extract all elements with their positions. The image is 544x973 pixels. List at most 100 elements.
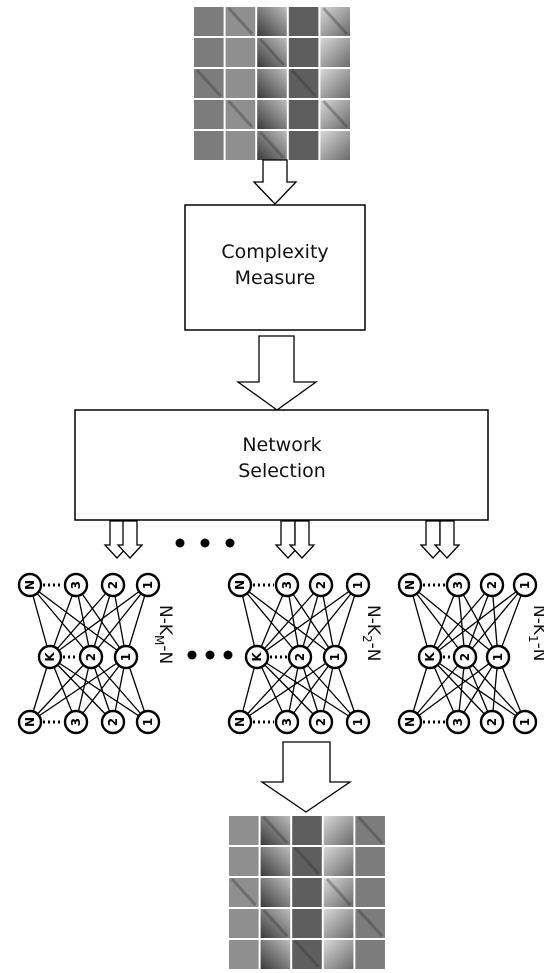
image-block xyxy=(292,816,322,845)
selection-arrow xyxy=(116,520,144,559)
image-block xyxy=(355,909,385,938)
node-label: N xyxy=(403,580,417,590)
image-block xyxy=(323,816,354,845)
node-label: 2 xyxy=(106,581,120,589)
network-label: N-K1-N xyxy=(526,605,544,662)
node-label: K xyxy=(43,652,57,662)
image-block xyxy=(260,909,291,938)
node-label: N xyxy=(23,580,37,590)
image-block xyxy=(355,816,385,845)
node-label: 1 xyxy=(518,581,532,589)
network-edge xyxy=(256,584,359,658)
output-image-blocks-icon xyxy=(229,815,385,969)
network-edges xyxy=(29,584,149,723)
network-edge xyxy=(286,656,336,723)
network-node: K xyxy=(417,644,443,670)
image-texture xyxy=(195,68,222,98)
image-block xyxy=(229,816,259,845)
image-texture xyxy=(322,6,349,36)
node-label: 2 xyxy=(485,718,499,726)
node-label: 1 xyxy=(328,653,342,661)
image-block xyxy=(323,878,354,907)
node-label: 2 xyxy=(293,653,307,661)
image-block xyxy=(355,878,385,907)
network-edge xyxy=(49,584,77,658)
network-edge xyxy=(239,656,301,723)
image-texture xyxy=(294,846,320,876)
image-block xyxy=(320,38,350,67)
network-label-sub: 1 xyxy=(526,635,540,643)
network-node: 3 xyxy=(274,709,300,735)
network-edge xyxy=(29,656,92,723)
network-edge xyxy=(457,584,499,658)
image-block xyxy=(320,69,350,98)
network-edge xyxy=(29,584,127,658)
node-label: 2 xyxy=(106,718,120,726)
node-label: N xyxy=(233,580,247,590)
image-block xyxy=(229,847,259,876)
selection-label-line1: Network xyxy=(242,434,321,456)
image-texture xyxy=(262,908,289,938)
image-block xyxy=(355,847,385,876)
network-edge xyxy=(409,584,466,658)
image-block xyxy=(260,940,291,969)
network-label-end: -N xyxy=(155,645,175,664)
network-node: 2 xyxy=(78,644,104,670)
network-node: K xyxy=(244,644,270,670)
network-node: K xyxy=(37,644,63,670)
image-block xyxy=(257,69,287,98)
network-edge xyxy=(29,656,127,723)
arrow-to-selection xyxy=(235,335,319,411)
node-label: 2 xyxy=(314,581,328,589)
network-node: 2 xyxy=(479,709,505,735)
network-label-sub: M xyxy=(152,635,166,645)
node-label: 3 xyxy=(451,718,465,726)
image-block xyxy=(225,100,256,129)
image-block xyxy=(257,131,287,160)
network-node: 3 xyxy=(63,709,89,735)
network-edge xyxy=(239,584,258,658)
network-node: 2 xyxy=(100,572,126,598)
network-edge xyxy=(429,584,459,658)
node-label: 1 xyxy=(141,718,155,726)
network-edge xyxy=(75,584,92,658)
image-texture xyxy=(262,815,289,845)
complexity-measure-box: Complexity Measure xyxy=(184,204,366,331)
network-node: N xyxy=(397,572,423,598)
image-texture xyxy=(259,130,285,160)
network-node: 3 xyxy=(274,572,300,598)
network-label-end: -N xyxy=(363,643,383,662)
node-label: 1 xyxy=(119,653,133,661)
node-label: 2 xyxy=(84,653,98,661)
node-label: 1 xyxy=(491,653,505,661)
image-block xyxy=(194,131,224,160)
image-block xyxy=(225,7,256,36)
network-node: 1 xyxy=(135,572,161,598)
node-label: 1 xyxy=(141,581,155,589)
network-node: N xyxy=(17,572,43,598)
node-label: K xyxy=(250,652,264,662)
network-edge xyxy=(299,656,359,723)
image-block xyxy=(260,847,291,876)
node-label: 1 xyxy=(518,718,532,726)
complexity-label-line2: Measure xyxy=(235,267,316,289)
network-node: 1 xyxy=(113,644,139,670)
image-block xyxy=(225,69,256,98)
network-label-sub: 2 xyxy=(360,635,374,643)
network-node: N xyxy=(17,709,43,735)
image-texture xyxy=(290,68,317,98)
node-label: 2 xyxy=(458,653,472,661)
network-node: 1 xyxy=(345,709,371,735)
network-edge xyxy=(256,584,322,658)
network-edge xyxy=(299,584,359,658)
network-selection-box: Network Selection xyxy=(74,409,489,521)
image-block xyxy=(288,131,319,160)
network-node: 1 xyxy=(345,572,371,598)
input-image-blocks-icon xyxy=(194,6,350,160)
network-node: N xyxy=(397,709,423,735)
arrow-to-output xyxy=(259,741,353,813)
network-node: 2 xyxy=(308,709,334,735)
network-edge xyxy=(49,584,114,658)
network-edge xyxy=(497,584,526,658)
